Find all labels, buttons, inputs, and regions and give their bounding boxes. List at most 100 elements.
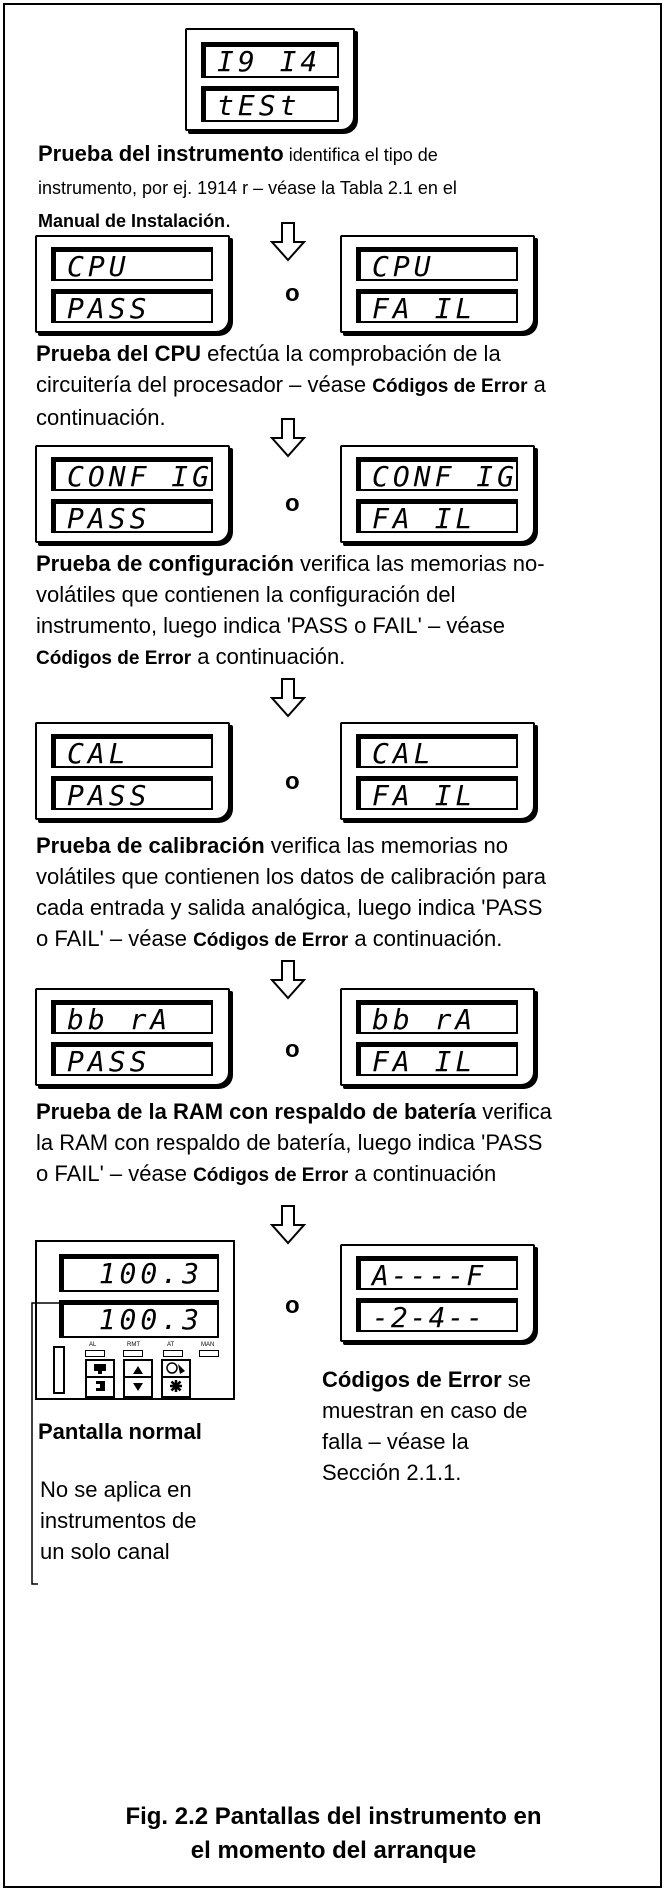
page-key[interactable] [85,1376,115,1398]
led-at [163,1350,183,1357]
ram-test-description: Prueba de la RAM con respaldo de batería… [36,1096,552,1191]
text: volátiles que contienen los datos de cal… [36,864,546,889]
function-key[interactable] [161,1376,191,1398]
or-label: o [285,280,300,307]
display-bottom: tESt [201,86,339,122]
instrument-front-panel: 100.3 100.3 AL RMT AT MAN [35,1240,235,1400]
text: verifica las memorias no- [293,551,545,576]
caption-line: el momento del arranque [190,1837,477,1864]
text: verifica [476,1099,552,1124]
text: un solo canal [40,1539,170,1564]
text: o FAIL' – véase [36,926,194,951]
display-bottom: FA IL [356,1042,518,1076]
hand-icon [166,1362,185,1374]
note-leader-line [31,1302,76,1585]
display-top: CONF IG [51,457,213,491]
bargraph [53,1346,65,1394]
config-pass-panel: CONF IG PASS [35,445,230,543]
term: Prueba de calibración [36,833,265,858]
text: a continuación. [191,644,346,669]
display-top: CPU [51,247,213,281]
down-arrow-icon [270,678,306,718]
term: Manual de Instalación [38,211,226,231]
menu-icon [94,1364,106,1374]
text: instrumento, por ej. 1914 r – véase la T… [38,178,457,198]
text: identifica el tipo de [283,145,438,165]
ram-fail-panel: bb rA_ FA IL [340,988,535,1086]
text: a continuación. [348,926,503,951]
display-bottom: 100.3 [59,1300,219,1338]
figure-caption: Fig. 2.2 Pantallas del instrumento en el… [0,1800,667,1868]
down-arrow-icon [270,1205,306,1245]
down-arrow-icon [270,418,306,458]
term: Códigos de Error [322,1367,502,1392]
term: Prueba de configuración [36,551,294,576]
display-top: CONF IG [356,457,518,491]
text: cada entrada y salida analógica, luego i… [36,895,543,920]
down-arrow-icon [270,960,306,1000]
term: Prueba de la RAM con respaldo de batería [36,1099,477,1124]
error-code-panel: A----F -2-4-- [340,1244,535,1342]
display-bottom: PASS [51,1042,213,1076]
text: No se aplica en [40,1477,192,1502]
led-rmt [123,1350,143,1357]
display-bottom: FA IL [356,499,518,533]
normal-display-label: Pantalla normal [38,1419,202,1444]
display-bottom: PASS [51,289,213,323]
term: Códigos de Error [36,648,192,669]
error-codes-description: Códigos de Error se muestran en caso de … [322,1364,531,1488]
display-top: CAL [51,734,213,768]
text: o FAIL' – véase [36,1161,194,1186]
text: efectúa la comprobación de la [201,341,501,366]
or-label: o [285,1036,300,1063]
led-label-rmt: RMT [127,1342,140,1348]
term: Códigos de Error [193,1165,349,1186]
text: la RAM con respaldo de batería, luego in… [36,1130,543,1155]
config-test-description: Prueba de configuración verifica las mem… [36,548,545,674]
display-bottom: -2-4-- [356,1298,518,1332]
or-label: o [285,490,300,517]
or-label: o [285,768,300,795]
cpu-fail-panel: CPU FA IL [340,235,535,333]
text: . [225,207,232,232]
cpu-pass-panel: CPU PASS [35,235,230,333]
config-fail-panel: CONF IG FA IL [340,445,535,543]
or-label: o [285,1292,300,1319]
caption-line: Fig. 2.2 Pantallas del instrumento en [125,1803,542,1830]
instrument-test-panel: I9 I4 r tESt [185,28,355,131]
up-triangle-icon [133,1366,143,1374]
text: se [501,1367,532,1392]
display-bottom: FA IL [356,289,518,323]
display-top: bb rA_ [356,1000,518,1034]
cpu-test-description: Prueba del CPU efectúa la comprobación d… [36,338,546,433]
led-label-man: MAN [201,1342,215,1348]
down-arrow-icon [270,222,306,262]
cal-test-description: Prueba de calibración verifica las memor… [36,830,546,956]
text: volátiles que contienen la configuración… [36,582,456,607]
display-top: A----F [356,1256,518,1290]
display-bottom: PASS [51,499,213,533]
asterisk-icon [170,1380,182,1392]
display-top: bb rA_ [51,1000,213,1034]
down-key[interactable] [123,1376,153,1398]
text: a continuación [348,1161,497,1186]
text: Sección 2.1.1. [322,1460,462,1485]
display-top: 100.3 [59,1254,219,1292]
display-top: I9 I4 r [201,42,339,78]
text: verifica las memorias no [264,833,508,858]
text: instrumento, luego indica 'PASS o FAIL' … [36,613,506,638]
figure-frame [3,3,662,1888]
term: Códigos de Error [372,376,528,397]
single-channel-note: No se aplica en instrumentos de un solo … [40,1474,197,1567]
auto-manual-key[interactable] [161,1359,191,1381]
led-al [85,1350,105,1357]
term: Códigos de Error [193,930,349,951]
instrument-test-description: Prueba del instrumento identifica el tip… [38,138,457,237]
term: Prueba del CPU [36,341,202,366]
text: instrumentos de [40,1508,197,1533]
cal-pass-panel: CAL PASS [35,722,230,820]
led-label-al: AL [89,1342,97,1348]
led-man [199,1350,219,1357]
text: circuitería del procesador – véase [36,372,373,397]
display-bottom: FA IL [356,776,518,810]
